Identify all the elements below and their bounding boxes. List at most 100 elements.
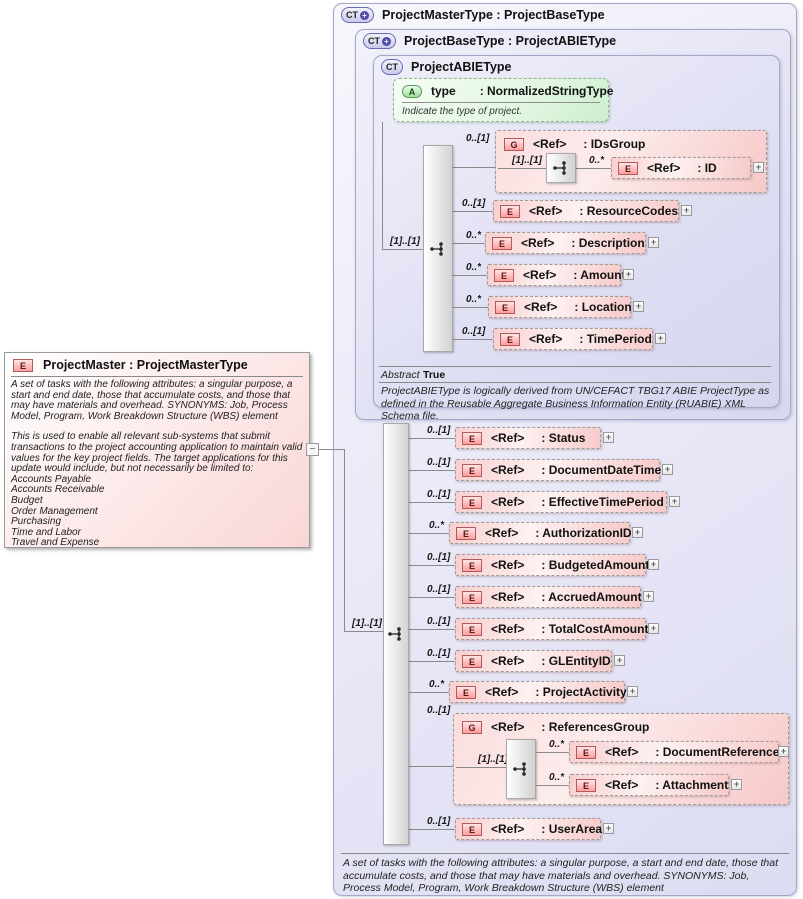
element-name: : Description [571, 236, 645, 250]
element-name: : GLEntityID [541, 654, 611, 668]
expand-glentityid-button[interactable]: + [614, 655, 625, 666]
abstract-label: Abstract [381, 369, 420, 381]
element-icon: E [576, 778, 596, 792]
connector-line [536, 752, 569, 753]
connector-line [453, 167, 497, 168]
projectmastertype-annotation: A set of tasks with the following attrib… [343, 857, 779, 895]
element-totalcostamount[interactable]: E <Ref> : TotalCostAmount [455, 618, 648, 640]
connector-line [453, 275, 487, 276]
element-icon: E [500, 204, 520, 218]
expand-userarea-button[interactable]: + [603, 823, 614, 834]
element-ref: <Ref> [529, 332, 563, 346]
expand-projectactivity-button[interactable]: + [627, 686, 638, 697]
annotation-line: Budget [11, 494, 43, 506]
expand-attachment-button[interactable]: + [731, 779, 742, 790]
element-documentdatetime[interactable]: E <Ref> : DocumentDateTime [455, 459, 661, 481]
element-amount[interactable]: E <Ref> : Amount [487, 264, 626, 286]
element-ref: <Ref> [491, 822, 525, 836]
occurrence-label: 0..* [549, 739, 565, 750]
projectmastertype-header[interactable]: CT+ ProjectMasterType : ProjectBaseType [341, 7, 605, 23]
occurrence-label: 0..[1] [427, 489, 451, 500]
sequence-compositor[interactable] [546, 153, 576, 183]
projectabietype-header[interactable]: CT ProjectABIEType [381, 59, 512, 75]
connector-line [409, 766, 455, 767]
sequence-compositor[interactable] [383, 423, 409, 845]
element-timeperiod[interactable]: E <Ref> : TimePeriod [493, 328, 653, 350]
connector-line [409, 502, 455, 503]
element-ref: <Ref> [521, 236, 555, 250]
element-projectmaster-box[interactable]: E ProjectMaster : ProjectMasterType A se… [4, 352, 310, 548]
element-name: : Location [574, 300, 632, 314]
collapse-button[interactable]: − [306, 443, 319, 456]
expand-budgetedamount-button[interactable]: + [648, 559, 659, 570]
derived-plus-icon: + [382, 36, 391, 46]
element-description[interactable]: E <Ref> : Description [485, 232, 646, 254]
group-referencesgroup[interactable]: G <Ref> : ReferencesGroup [1]..[1] 0..* … [453, 713, 789, 805]
expand-effectivetimeperiod-button[interactable]: + [669, 496, 680, 507]
occurrence-label: 0..[1] [427, 457, 451, 468]
attribute-type[interactable]: A type : NormalizedStringType Indicate t… [393, 78, 613, 122]
element-documentreference[interactable]: E <Ref> : DocumentReference [569, 741, 779, 763]
element-budgetedamount[interactable]: E <Ref> : BudgetedAmount [455, 554, 649, 576]
occurrence-label: [1]..[1] [352, 618, 382, 629]
element-name: : Attachment [655, 778, 729, 792]
expand-totalcostamount-button[interactable]: + [648, 623, 659, 634]
element-icon: E [500, 332, 520, 346]
occurrence-label: 0..* [429, 679, 445, 690]
element-glentityid[interactable]: E <Ref> : GLEntityID [455, 650, 612, 672]
attribute-type-header: A type : NormalizedStringType [394, 79, 613, 101]
sequence-icon [388, 627, 401, 641]
element-authorizationid[interactable]: E <Ref> : AuthorizationID [449, 522, 632, 544]
connector-line [453, 243, 485, 244]
element-name: : Status [541, 431, 586, 445]
occurrence-label: [1]..[1] [478, 754, 508, 765]
element-effectivetimeperiod[interactable]: E <Ref> : EffectiveTimePeriod [455, 491, 667, 513]
occurrence-label: 0..[1] [427, 552, 451, 563]
connector-line [409, 565, 455, 566]
occurrence-label: 0..* [466, 294, 482, 305]
element-accruedamount[interactable]: E <Ref> : AccruedAmount [455, 586, 642, 608]
group-idsgroup[interactable]: G <Ref> : IDsGroup [1]..[1] 0..* E <Ref>… [495, 130, 767, 193]
occurrence-label: [1]..[1] [390, 236, 420, 247]
occurrence-label: 0..* [429, 520, 445, 531]
element-name: : DocumentReference [655, 745, 780, 759]
sequence-compositor[interactable] [423, 145, 453, 352]
occurrence-label: 0..[1] [427, 616, 451, 627]
projectmaster-annotation: A set of tasks with the following attrib… [11, 379, 305, 549]
sequence-compositor[interactable] [506, 739, 536, 799]
expand-location-button[interactable]: + [633, 301, 644, 312]
element-status[interactable]: E <Ref> : Status [455, 427, 601, 449]
element-location[interactable]: E <Ref> : Location [488, 296, 632, 318]
element-icon: E [462, 590, 482, 604]
expand-amount-button[interactable]: + [623, 269, 634, 280]
expand-accruedamount-button[interactable]: + [643, 591, 654, 602]
expand-status-button[interactable]: + [603, 432, 614, 443]
element-resourcecodes[interactable]: E <Ref> : ResourceCodes [493, 200, 679, 222]
expand-id-button[interactable]: + [753, 162, 764, 173]
attribute-datatype: : NormalizedStringType [479, 84, 614, 98]
connector-line [382, 122, 383, 249]
expand-timeperiod-button[interactable]: + [655, 333, 666, 344]
ct-badge-label: CT [346, 10, 358, 20]
element-id[interactable]: E <Ref> : ID [611, 157, 751, 179]
projectbasetype-header[interactable]: CT+ ProjectBaseType : ProjectABIEType [363, 33, 616, 49]
sequence-icon [430, 241, 443, 256]
occurrence-label: 0..[1] [427, 425, 451, 436]
occurrence-label: 0..* [466, 262, 482, 273]
connector-line [536, 785, 569, 786]
expand-documentreference-button[interactable]: + [778, 746, 789, 757]
element-icon: E [462, 463, 482, 477]
idsgroup-header: G <Ref> : IDsGroup [504, 137, 645, 151]
projectbasetype-title: ProjectBaseType : ProjectABIEType [404, 34, 617, 48]
element-attachment[interactable]: E <Ref> : Attachment [569, 774, 729, 796]
expand-authorizationid-button[interactable]: + [632, 527, 643, 538]
ct-badge-label: CT [368, 36, 380, 46]
expand-documentdatetime-button[interactable]: + [662, 464, 673, 475]
expand-resourcecodes-button[interactable]: + [681, 205, 692, 216]
connector-line [409, 692, 449, 693]
expand-description-button[interactable]: + [648, 237, 659, 248]
element-userarea[interactable]: E <Ref> : UserArea [455, 818, 602, 840]
element-projectactivity[interactable]: E <Ref> : ProjectActivity [449, 681, 627, 703]
attribute-icon: A [402, 84, 422, 98]
occurrence-label: 0..* [549, 772, 565, 783]
